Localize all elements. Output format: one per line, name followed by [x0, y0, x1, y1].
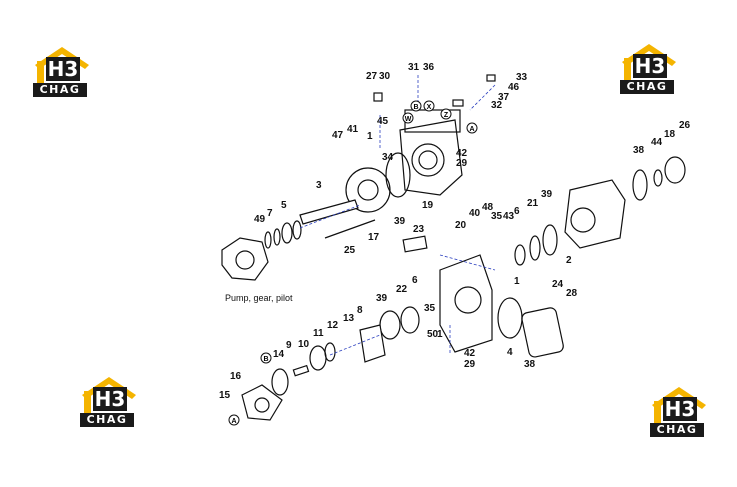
- part-number-label: 12: [327, 320, 339, 331]
- callout-letter: Z: [444, 112, 449, 119]
- part-number-label: 38: [633, 145, 645, 156]
- logo-mark: H3: [663, 397, 697, 421]
- part-number-label: 6: [412, 275, 418, 286]
- callout-letter: X: [427, 104, 432, 111]
- logo-mark: H3: [633, 54, 667, 78]
- callout-letter: W: [405, 116, 412, 123]
- part-number-label: 22: [396, 284, 408, 295]
- part-number-label: 11: [313, 328, 324, 339]
- callout-circle-icon: [440, 108, 452, 120]
- part-number-label: 47: [332, 130, 344, 141]
- part-number-label: 1: [437, 329, 443, 340]
- callout-circle-icon: [228, 414, 240, 426]
- part-number-label: 15: [219, 390, 231, 401]
- part-number-label: 19: [422, 200, 434, 211]
- callout-marker: W: [402, 112, 414, 124]
- part-number-label: 21: [527, 198, 539, 209]
- logo-mark: H3: [93, 387, 127, 411]
- part-number-label: 1: [367, 131, 373, 142]
- part-number-label: 8: [357, 305, 363, 316]
- part-number-label: 7: [267, 208, 273, 219]
- callout-marker: X: [423, 100, 435, 112]
- callout-circle-icon: [466, 122, 478, 134]
- callout-marker: Z: [440, 108, 452, 120]
- part-number-label: 46: [508, 82, 520, 93]
- part-number-label: 44: [651, 137, 663, 148]
- part-number-label: 1: [514, 276, 520, 287]
- part-number-label: 5: [281, 200, 287, 211]
- part-number-label: 48: [482, 202, 494, 213]
- logo-text: CHAG: [620, 80, 674, 94]
- part-number-label: 42: [456, 148, 468, 159]
- part-number-label: 18: [664, 129, 676, 140]
- part-number-label: 29: [464, 359, 476, 370]
- part-number-label: 9: [286, 340, 292, 351]
- part-number-label: 17: [368, 232, 380, 243]
- part-number-label: 10: [298, 339, 310, 350]
- part-number-label: 24: [552, 279, 564, 290]
- part-number-label: 35: [424, 303, 436, 314]
- part-number-label: 43: [503, 211, 515, 222]
- callout-marker: B: [410, 100, 422, 112]
- part-number-label: 49: [254, 214, 266, 225]
- callout-circle-icon: [423, 100, 435, 112]
- part-number-label: 13: [343, 313, 355, 324]
- part-number-label: 25: [344, 245, 356, 256]
- leader-lines: [299, 75, 496, 356]
- part-number-label: 16: [230, 371, 242, 382]
- h3-chag-logo: H3 CHAG: [33, 45, 91, 101]
- callout-marker: A: [466, 122, 478, 134]
- logo-text: CHAG: [650, 423, 704, 437]
- part-number-label: 6: [514, 206, 520, 217]
- part-number-label: 4: [507, 347, 513, 358]
- part-number-label: 40: [469, 208, 481, 219]
- part-number-label: 3: [316, 180, 322, 191]
- part-number-label: 50: [427, 329, 439, 340]
- part-number-label: 23: [413, 224, 425, 235]
- callout-letter: B: [413, 104, 418, 111]
- part-number-label: 45: [377, 116, 389, 127]
- diagram-caption: Pump, gear, pilot: [225, 293, 293, 303]
- callout-circle-icon: [260, 352, 272, 364]
- callout-circle-icon: [402, 112, 414, 124]
- callout-letter: A: [231, 418, 236, 425]
- callout-letter: A: [469, 126, 474, 133]
- part-number-label: 39: [376, 293, 388, 304]
- part-number-label: 39: [541, 189, 553, 200]
- part-number-label: 28: [566, 288, 578, 299]
- part-number-label: 29: [456, 158, 468, 169]
- part-number-label: 33: [516, 72, 528, 83]
- part-number-label: 14: [273, 349, 285, 360]
- part-number-label: 30: [379, 71, 391, 82]
- part-number-label: 35: [491, 211, 503, 222]
- part-number-label: 20: [455, 220, 467, 231]
- part-number-label: 39: [394, 216, 406, 227]
- logo-text: CHAG: [80, 413, 134, 427]
- part-drawings: [221, 74, 686, 421]
- logo-mark: H3: [46, 57, 80, 81]
- part-number-label: 2: [566, 255, 572, 266]
- callout-letter: B: [263, 356, 268, 363]
- part-number-label: 26: [679, 120, 691, 131]
- part-number-label: 38: [524, 359, 536, 370]
- logo-text: CHAG: [33, 83, 87, 97]
- callout-circle-icon: [410, 100, 422, 112]
- part-number-label: 32: [491, 100, 503, 111]
- part-number-label: 31: [408, 62, 420, 73]
- part-number-label: 37: [498, 92, 510, 103]
- part-number-label: 36: [423, 62, 435, 73]
- h3-chag-logo: H3 CHAG: [620, 42, 678, 98]
- part-number-label: 27: [366, 71, 378, 82]
- callout-marker: B: [260, 352, 272, 364]
- callout-marker: A: [228, 414, 240, 426]
- h3-chag-logo: H3 CHAG: [650, 385, 708, 441]
- h3-chag-logo: H3 CHAG: [80, 375, 138, 431]
- part-number-label: 34: [382, 152, 394, 163]
- part-number-label: 42: [464, 348, 476, 359]
- part-number-label: 41: [347, 124, 359, 135]
